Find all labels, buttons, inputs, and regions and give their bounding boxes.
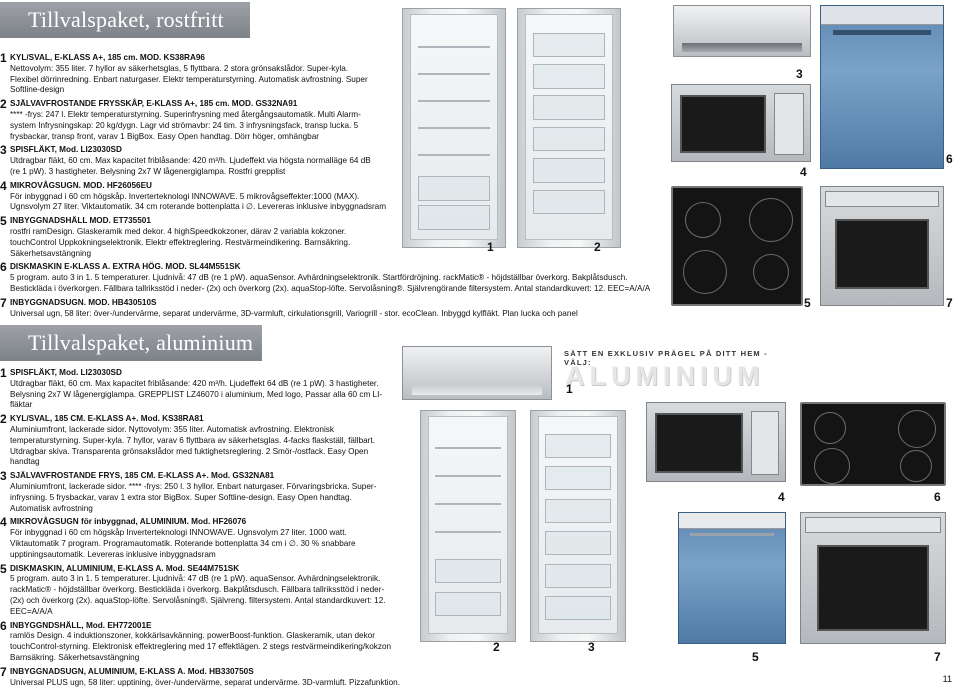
spec-title: MIKROVÅGSUGN för inbyggnad, ALUMINIUM. M… <box>10 517 247 527</box>
spec-title: DISKMASKIN E-KLASS A. EXTRA HÖG. MOD. SL… <box>10 262 241 272</box>
spec-number: 4 <box>0 178 7 193</box>
spec-item: 7 INBYGGNADSUGN, ALUMINIUM, E-KLASS A. M… <box>0 664 452 688</box>
spec-item: 2 KYL/SVAL, 185 CM. E-KLASS A+. Mod. KS3… <box>0 412 392 468</box>
cooktop-image <box>671 186 803 306</box>
dishwasher-image <box>678 512 786 644</box>
spec-text: Aluminiumfront, lackerade sidor. **** -f… <box>10 481 377 513</box>
spec-title: SJÄLVAVFROSTANDE FRYS, 185 CM. E-KLASS A… <box>10 471 275 481</box>
oven-image <box>800 512 946 644</box>
image-label: 1 <box>487 240 494 254</box>
freezer-image <box>517 8 621 248</box>
section-title-rostfritt: Tillvalspaket, rostfritt <box>0 2 250 38</box>
spec-text: 5 program. auto 3 in 1. 5 temperaturer. … <box>10 273 651 293</box>
spec-text: Utdragbar fläkt, 60 cm. Max kapacitet fr… <box>10 378 383 410</box>
spec-title: INBYGGNDSHÄLL, Mod. EH772001E <box>10 620 152 630</box>
microwave-image <box>646 402 786 482</box>
spec-item: 1 SPISFLÄKT, Mod. LI23030SD Utdragbar fl… <box>0 366 392 411</box>
spec-text: Universal PLUS ugn, 58 liter: upptining,… <box>10 677 400 687</box>
aluminium-wordmark: ALUMINIUM <box>565 361 765 391</box>
hood-image <box>673 5 811 57</box>
fridge-image <box>402 8 506 248</box>
spec-text: rostfri ramDesign. Glaskeramik med dekor… <box>10 226 351 258</box>
image-label: 3 <box>796 67 803 81</box>
fridge-image <box>420 410 516 642</box>
dishwasher-image <box>820 5 944 169</box>
image-label: 6 <box>934 490 941 504</box>
spec-title: DISKMASKIN, ALUMINIUM, E-KLASS A. Mod. S… <box>10 563 240 573</box>
image-label: 3 <box>588 640 595 654</box>
spec-text: Utdragbar fläkt, 60 cm. Max kapacitet fr… <box>10 156 371 176</box>
spec-number: 6 <box>0 618 7 633</box>
spec-text: Nettovolym: 355 liter. 7 hyllor av säker… <box>10 63 368 95</box>
spec-number: 3 <box>0 469 7 484</box>
image-label: 2 <box>493 640 500 654</box>
image-label: 4 <box>778 490 785 504</box>
spec-item: 2 SJÄLVAVFROSTANDE FRYSSKÅP, E-KLASS A+,… <box>0 97 378 142</box>
spec-number: 7 <box>0 664 7 679</box>
spec-item: 7 INBYGGNADSUGN. MOD. HB430510S Universa… <box>0 295 670 320</box>
image-label: 4 <box>800 165 807 179</box>
spec-item: 3 SJÄLVAVFROSTANDE FRYS, 185 CM. E-KLASS… <box>0 469 392 514</box>
image-label: 6 <box>946 152 953 166</box>
spec-number: 6 <box>0 260 7 275</box>
spec-text: Aluminiumfront, lackerade sidor. Nyttovo… <box>10 424 375 467</box>
spec-item: 6 INBYGGNDSHÄLL, Mod. EH772001E ramlös D… <box>0 618 392 664</box>
image-label: 5 <box>804 296 811 310</box>
image-label: 7 <box>946 296 953 310</box>
spec-text: 5 program. auto 3 in 1. 5 temperaturer. … <box>10 574 386 616</box>
image-label: 1 <box>566 382 573 396</box>
spec-text: För inbyggnad i 60 cm högskåp Inverterte… <box>10 528 356 559</box>
spec-item: 1 KYL/SVAL, E-KLASS A+, 185 cm. MOD. KS3… <box>0 51 378 96</box>
spec-title: MIKROVÅGSUGN. MOD. HF26056EU <box>10 180 152 190</box>
microwave-image <box>671 84 811 162</box>
spec-number: 7 <box>0 295 7 310</box>
image-label: 5 <box>752 650 759 664</box>
spec-title: SJÄLVAVFROSTANDE FRYSSKÅP, E-KLASS A+, 1… <box>10 99 298 109</box>
spec-title: KYL/SVAL, E-KLASS A+, 185 cm. MOD. KS38R… <box>10 53 205 62</box>
spec-title: INBYGGNADSUGN. MOD. HB430510S <box>10 297 157 307</box>
spec-number: 2 <box>0 412 7 427</box>
spec-number: 5 <box>0 561 7 576</box>
spec-number: 4 <box>0 515 7 530</box>
image-label: 7 <box>934 650 941 664</box>
page-number: 11 <box>942 674 952 684</box>
spec-text: För inbyggnad i 60 cm högskåp. Invertert… <box>10 191 387 212</box>
spec-title: INBYGGNADSHÄLL MOD. ET735501 <box>10 216 151 226</box>
freezer-image <box>530 410 626 642</box>
spec-number: 3 <box>0 143 7 158</box>
spec-item: 4 MIKROVÅGSUGN för inbyggnad, ALUMINIUM.… <box>0 515 392 560</box>
spec-text: **** -frys: 247 l. Elektr temperaturstyr… <box>10 109 361 141</box>
spec-item: 5 INBYGGNADSHÄLL MOD. ET735501 rostfri r… <box>0 214 392 259</box>
spec-item: 4 MIKROVÅGSUGN. MOD. HF26056EU För inbyg… <box>0 178 392 213</box>
image-label: 2 <box>594 240 601 254</box>
spec-item: 5 DISKMASKIN, ALUMINIUM, E-KLASS A. Mod.… <box>0 561 392 618</box>
spec-number: 1 <box>0 51 7 65</box>
spec-item: 6 DISKMASKIN E-KLASS A. EXTRA HÖG. MOD. … <box>0 260 670 294</box>
spec-title: SPISFLÄKT, Mod. LI23030SD <box>10 145 122 155</box>
spec-list-rostfritt: 1 KYL/SVAL, E-KLASS A+, 185 cm. MOD. KS3… <box>0 51 650 319</box>
section-title-aluminium: Tillvalspaket, aluminium <box>0 325 262 361</box>
spec-list-aluminium: 1 SPISFLÄKT, Mod. LI23030SD Utdragbar fl… <box>0 367 400 688</box>
spec-text: ramlös Design. 4 induktionszoner, kokkär… <box>10 631 392 662</box>
aluminium-caption: SÄTT EN EXKLUSIV PRÄGEL PÅ DITT HEM - VÄ… <box>564 349 768 367</box>
oven-image <box>820 186 944 306</box>
spec-text: Universal ugn, 58 liter: över-/undervärm… <box>10 308 578 318</box>
spec-title: KYL/SVAL, 185 CM. E-KLASS A+. Mod. KS38R… <box>10 414 204 424</box>
spec-item: 3 SPISFLÄKT, Mod. LI23030SD Utdragbar fl… <box>0 143 378 177</box>
spec-title: INBYGGNADSUGN, ALUMINIUM, E-KLASS A. Mod… <box>10 666 254 676</box>
spec-number: 1 <box>0 366 7 380</box>
spec-number: 2 <box>0 97 7 112</box>
spec-number: 5 <box>0 214 7 229</box>
spec-title: SPISFLÄKT, Mod. LI23030SD <box>10 368 122 377</box>
cooktop-image <box>800 402 946 486</box>
hood-image <box>402 346 552 400</box>
